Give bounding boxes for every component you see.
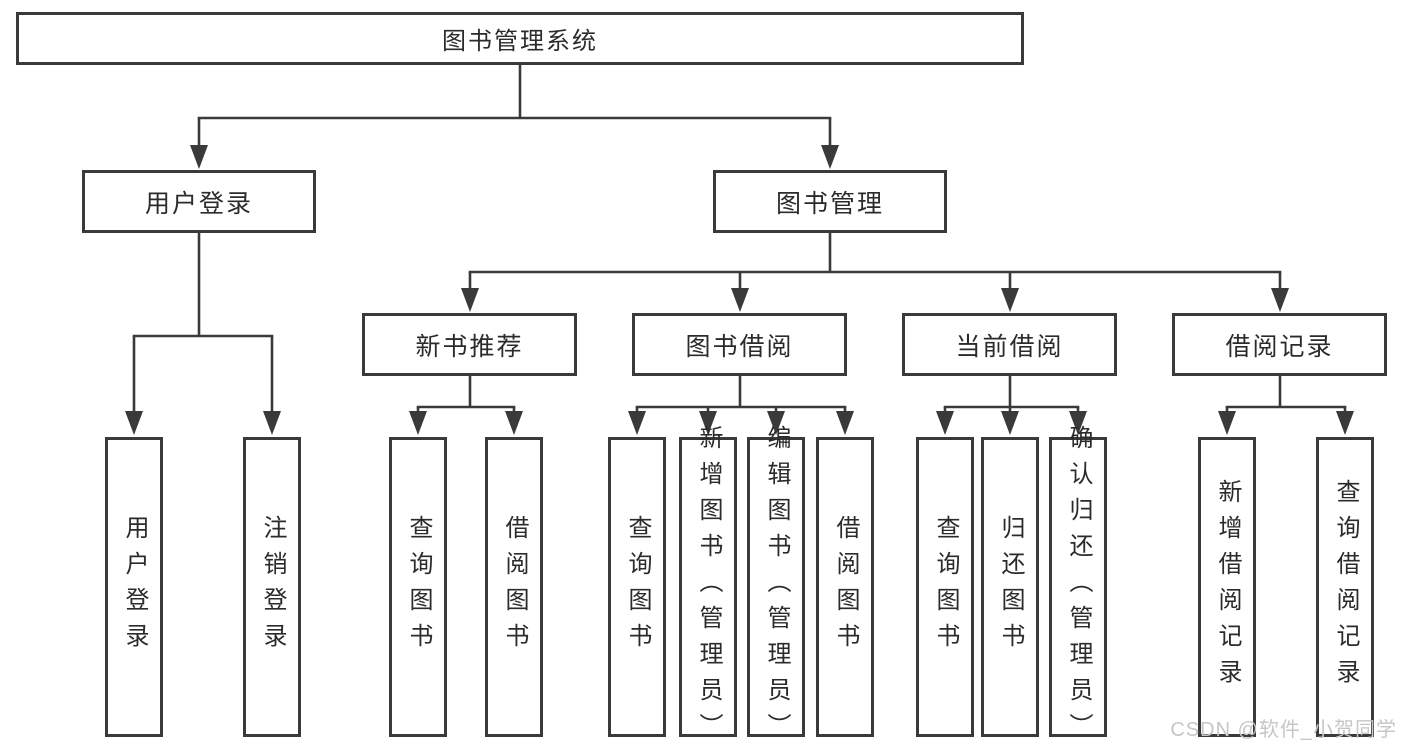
arrowhead-icon <box>699 411 717 435</box>
node-library-management-system: 图书管理系统 <box>16 12 1024 65</box>
leaf-label: 借阅图书 <box>832 515 859 659</box>
node-book-management: 图书管理 <box>713 170 947 233</box>
arrowhead-icon <box>936 411 954 435</box>
leaf-label: 新增图书（管理员） <box>695 425 722 747</box>
arrowhead-icon <box>263 411 281 435</box>
arrowhead-icon <box>505 411 523 435</box>
leaf-label: 查询图书 <box>405 515 432 659</box>
node-current-borrowing: 当前借阅 <box>902 313 1117 376</box>
node-label: 图书管理系统 <box>442 28 598 55</box>
leaf-label: 归还图书 <box>997 515 1024 659</box>
leaf-query-borrow-record: 查询借阅记录 <box>1316 437 1374 737</box>
leaf-query-books-borrow: 查询图书 <box>608 437 666 737</box>
leaf-label: 查询图书 <box>932 515 959 659</box>
arrowhead-icon <box>731 288 749 312</box>
arrowhead-icon <box>1069 411 1087 435</box>
node-label: 当前借阅 <box>955 332 1064 361</box>
arrowhead-icon <box>1218 411 1236 435</box>
leaf-label: 查询借阅记录 <box>1332 479 1359 695</box>
arrowhead-icon <box>1336 411 1354 435</box>
node-label: 借阅记录 <box>1225 332 1334 361</box>
leaf-label: 注销登录 <box>259 515 286 659</box>
leaf-edit-book-admin: 编辑图书（管理员） <box>747 425 805 747</box>
connector-book-borrow-children <box>628 376 854 435</box>
node-label: 用户登录 <box>144 189 253 218</box>
arrowhead-icon <box>125 411 143 435</box>
arrowhead-icon <box>190 145 208 169</box>
connector-current-borrow-children <box>936 376 1087 435</box>
leaf-label: 新增借阅记录 <box>1214 479 1241 695</box>
leaf-label: 查询图书 <box>624 515 651 659</box>
node-book-borrowing: 图书借阅 <box>632 313 847 376</box>
leaf-add-book-admin: 新增图书（管理员） <box>679 425 737 747</box>
connector-book-management-level2 <box>461 233 1289 312</box>
node-label: 图书管理 <box>775 189 884 218</box>
arrowhead-icon <box>1001 288 1019 312</box>
arrowhead-icon <box>821 145 839 169</box>
leaf-label: 确认归还（管理员） <box>1065 425 1092 747</box>
arrowhead-icon <box>767 411 785 435</box>
watermark: CSDN @软件_小贺同学 <box>1170 719 1397 741</box>
arrowhead-icon <box>461 288 479 312</box>
arrowhead-icon <box>409 411 427 435</box>
node-borrowing-records: 借阅记录 <box>1172 313 1387 376</box>
arrowhead-icon <box>628 411 646 435</box>
leaf-label: 用户登录 <box>121 515 148 659</box>
leaf-return-book: 归还图书 <box>981 437 1039 737</box>
connector-user-login-children <box>125 233 281 435</box>
node-label: 图书借阅 <box>685 332 794 361</box>
node-new-book-recommendation: 新书推荐 <box>362 313 577 376</box>
connector-new-book-children <box>409 376 523 435</box>
leaf-user-login: 用户登录 <box>105 437 163 737</box>
leaf-query-books-recommend: 查询图书 <box>389 437 447 737</box>
leaf-borrow-books: 借阅图书 <box>816 437 874 737</box>
connector-root-to-level1 <box>190 65 839 169</box>
leaf-label: 借阅图书 <box>501 515 528 659</box>
arrowhead-icon <box>836 411 854 435</box>
arrowhead-icon <box>1271 288 1289 312</box>
leaf-borrow-books-recommend: 借阅图书 <box>485 437 543 737</box>
node-label: 新书推荐 <box>415 332 524 361</box>
connector-borrow-records-children <box>1218 376 1354 435</box>
leaf-label: 编辑图书（管理员） <box>763 425 790 747</box>
arrowhead-icon <box>1001 411 1019 435</box>
leaf-logout: 注销登录 <box>243 437 301 737</box>
leaf-confirm-return-admin: 确认归还（管理员） <box>1049 425 1107 747</box>
leaf-query-books-current: 查询图书 <box>916 437 974 737</box>
leaf-add-borrow-record: 新增借阅记录 <box>1198 437 1256 737</box>
node-user-login: 用户登录 <box>82 170 316 233</box>
